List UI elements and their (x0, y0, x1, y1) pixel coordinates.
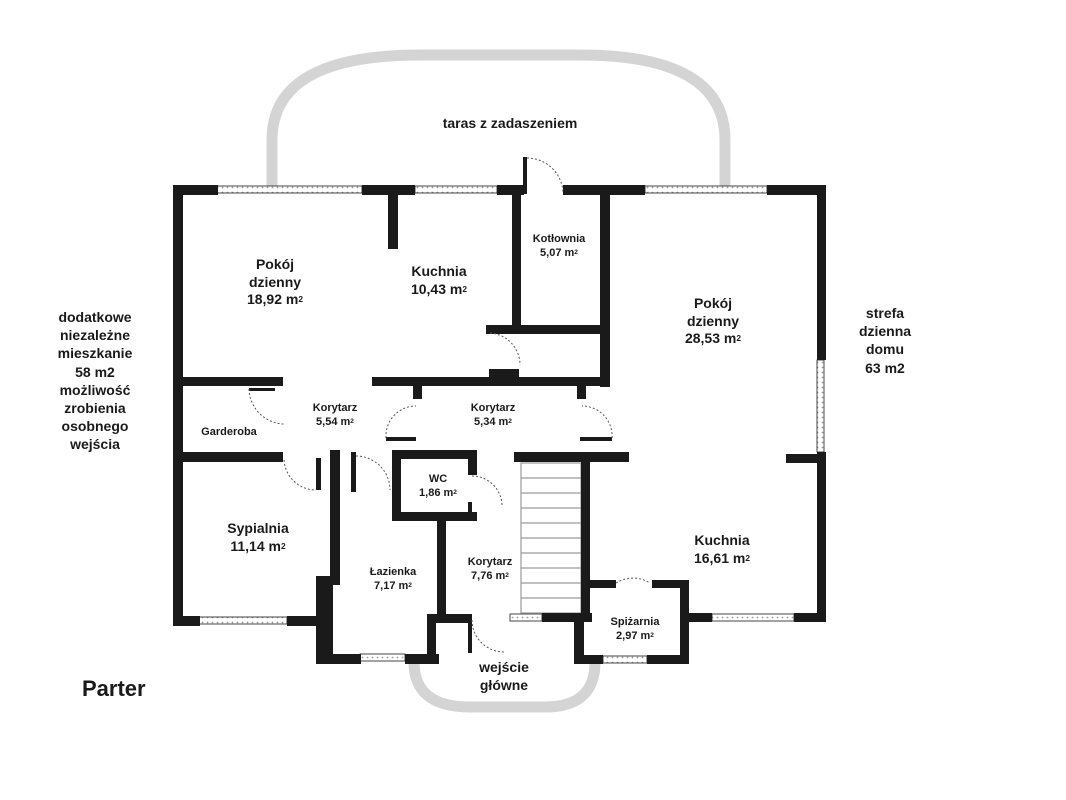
window (644, 185, 768, 194)
room-label-wc: WC 1,86 m2 (408, 473, 468, 501)
window (198, 616, 288, 625)
room-area: 7,17 m2 (374, 579, 412, 592)
room-name: Pokój (255, 256, 295, 272)
room-label-spizarnia: Spiżarnia 2,97 m2 (597, 616, 673, 644)
terrace-roof-outline (266, 49, 731, 190)
room-area: 28,53 m2 (684, 330, 742, 346)
room-area: 7,76 m2 (471, 569, 509, 582)
room-name: Korytarz (312, 402, 358, 414)
window (602, 655, 648, 664)
room-area: 5,54 m2 (316, 415, 354, 428)
room-label-sypialnia: Sypialnia 11,14 m2 (203, 520, 313, 555)
room-area: 11,14 m2 (230, 537, 286, 554)
room-name: Korytarz (467, 556, 513, 568)
room-name: dzienny (686, 312, 740, 329)
room-area: 18,92 m2 (246, 291, 304, 307)
room-label-kotlownia: Kotłownia 5,07 m2 (522, 233, 596, 261)
room-label-kuchnia-right: Kuchnia 16,61 m2 (667, 532, 777, 567)
room-name: WC (428, 473, 448, 485)
room-area: 10,43 m2 (410, 280, 468, 297)
room-name: Garderoba (201, 426, 257, 438)
terrace-label: taras z zadaszeniem (442, 115, 578, 131)
room-label-pokoj-dzienny-left: Pokój dzienny 18,92 m2 (220, 256, 330, 309)
entrance-label: wejście główne (479, 659, 529, 694)
window (509, 613, 543, 622)
side-note-left: dodatkowe niezależne mieszkanie 58 m2 mo… (57, 309, 133, 453)
room-name: Kuchnia (694, 532, 750, 548)
side-note-right: strefa dzienna domu 63 m2 (858, 305, 912, 376)
room-name: Korytarz (470, 402, 516, 414)
room-name: Kuchnia (411, 263, 467, 279)
room-area: 1,86 m2 (419, 486, 457, 499)
window (816, 359, 825, 453)
room-label-kuchnia-top: Kuchnia 10,43 m2 (384, 263, 494, 298)
room-area: 2,97 m2 (616, 629, 654, 642)
room-name: Łazienka (369, 566, 417, 578)
room-area: 5,07 m2 (540, 246, 578, 259)
entrance-porch-outline (408, 661, 601, 713)
room-area: 16,61 m2 (693, 549, 751, 566)
room-name: Pokój (693, 295, 733, 311)
room-label-korytarz-mid: Korytarz 5,34 m2 (458, 402, 528, 430)
room-name: Kotłownia (532, 233, 586, 245)
room-label-lazienka: Łazienka 7,17 m2 (355, 566, 431, 594)
staircase (520, 462, 582, 614)
room-name: Sypialnia (227, 520, 289, 536)
room-label-pokoj-dzienny-right: Pokój dzienny 28,53 m2 (658, 295, 768, 348)
room-name: Spiżarnia (610, 616, 660, 628)
room-name: dzienny (248, 273, 302, 290)
room-label-korytarz-entry: Korytarz 7,76 m2 (455, 556, 525, 584)
door-swings (248, 157, 651, 653)
window (359, 653, 406, 662)
window (711, 613, 795, 622)
room-area: 5,34 m2 (474, 415, 512, 428)
window (216, 185, 363, 194)
room-label-korytarz-left: Korytarz 5,54 m2 (300, 402, 370, 430)
floor-title: Parter (82, 676, 146, 701)
window (414, 185, 498, 194)
walls (173, 157, 826, 664)
room-label-garderoba: Garderoba (186, 426, 272, 440)
